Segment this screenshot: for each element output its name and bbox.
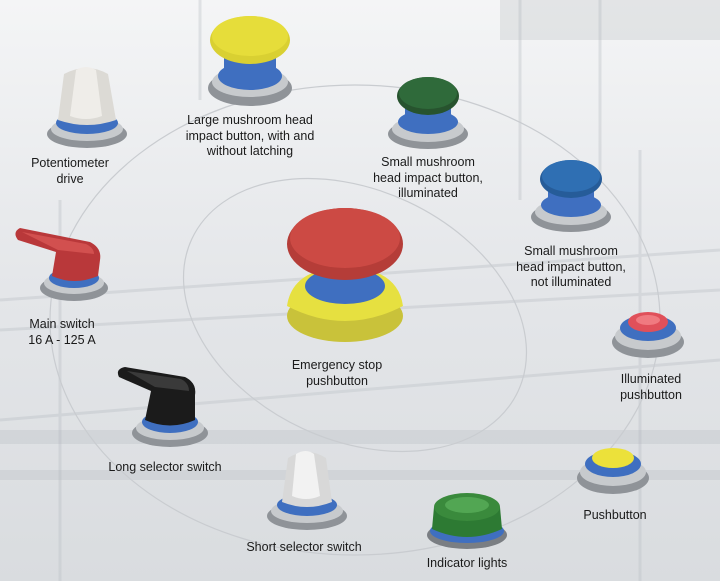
small-mushroom-illuminated-button bbox=[383, 72, 473, 152]
pushbutton bbox=[573, 434, 653, 500]
large-mushroom-label: Large mushroom head impact button, with … bbox=[185, 113, 315, 158]
long-selector-label: Long selector switch bbox=[108, 460, 222, 474]
potentiometer-drive bbox=[42, 60, 132, 156]
short-selector-label: Short selector switch bbox=[246, 540, 362, 554]
illuminated-pushbutton bbox=[608, 298, 688, 364]
small-mushroom-not-illuminated-button bbox=[526, 155, 616, 235]
short-selector-switch bbox=[262, 444, 352, 534]
large-mushroom-button bbox=[200, 10, 300, 110]
emergency-stop-label: Emergency stop pushbutton bbox=[291, 358, 383, 388]
pushbutton-label: Pushbutton bbox=[583, 508, 647, 522]
potentiometer-label: Potentiometer drive bbox=[31, 156, 109, 186]
long-selector-switch bbox=[115, 365, 225, 455]
small-mushroom-illuminated-label: Small mushroom head impact button, illum… bbox=[373, 155, 483, 200]
indicator-lights-label: Indicator lights bbox=[426, 556, 508, 570]
illuminated-pushbutton-label: Illuminated pushbutton bbox=[620, 372, 682, 402]
indicator-lights bbox=[422, 487, 512, 553]
main-switch-label: Main switch 16 A - 125 A bbox=[28, 317, 96, 347]
main-switch bbox=[12, 222, 112, 308]
emergency-stop-button bbox=[275, 206, 415, 346]
small-mushroom-not-illuminated-label: Small mushroom head impact button, not i… bbox=[516, 244, 626, 289]
